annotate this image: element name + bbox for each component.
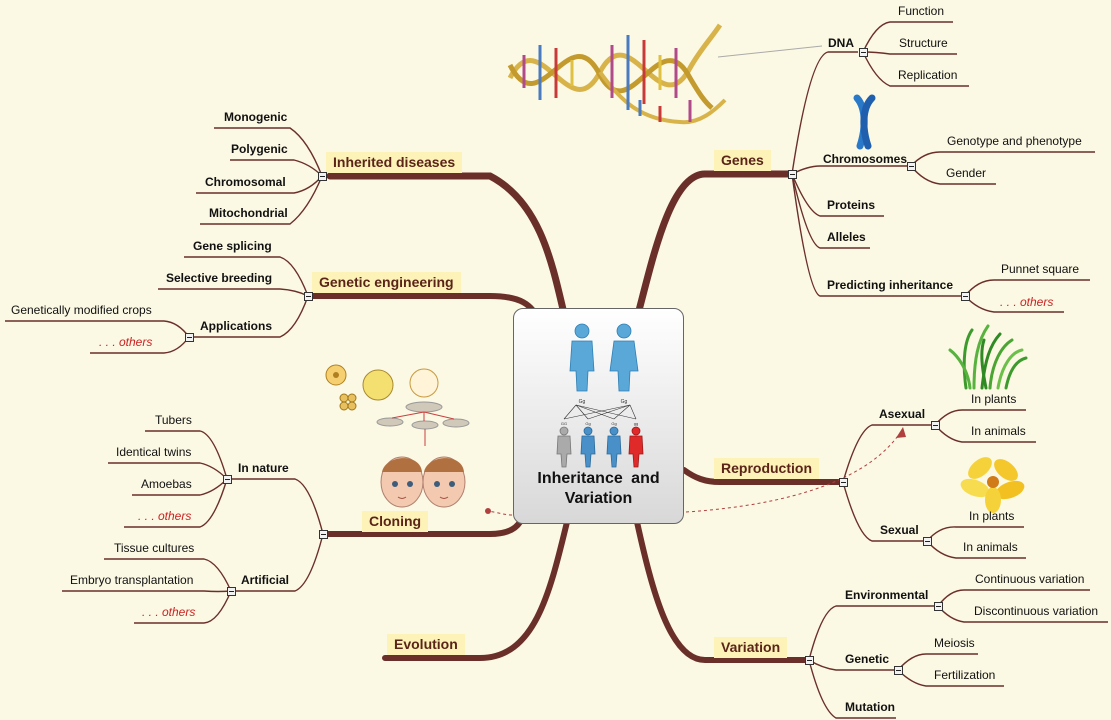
node-chromosomes[interactable]: Chromosomes — [823, 152, 908, 166]
twin-babies-icon — [380, 456, 466, 508]
node-sexual-animals[interactable]: In animals — [963, 540, 1018, 554]
collapse-toggle-genetic[interactable] — [894, 666, 903, 675]
svg-text:Gg: Gg — [621, 399, 628, 405]
node-genetic[interactable]: Genetic — [845, 652, 890, 666]
svg-text:gg: gg — [634, 421, 638, 426]
node-alleles[interactable]: Alleles — [827, 230, 866, 244]
relation-anchor-dot — [485, 508, 491, 514]
branch-genes — [633, 170, 796, 322]
svg-text:Gg: Gg — [585, 421, 590, 426]
chromosome-icon — [853, 94, 876, 150]
collapse-toggle-chromosomes[interactable] — [907, 162, 916, 171]
collapse-toggle-predicting[interactable] — [961, 292, 970, 301]
collapse-toggle-genes[interactable] — [788, 170, 797, 179]
node-artificial[interactable]: Artificial — [241, 573, 290, 587]
collapse-toggle-in-nature[interactable] — [223, 475, 232, 484]
node-monogenic[interactable]: Monogenic — [224, 110, 288, 124]
collapse-toggle-reproduction[interactable] — [839, 478, 848, 487]
node-replication[interactable]: Replication — [898, 68, 958, 82]
topic-genes[interactable]: Genes — [714, 150, 771, 171]
node-dna[interactable]: DNA — [828, 36, 854, 50]
svg-text:GG: GG — [561, 421, 567, 426]
collapse-toggle-asexual[interactable] — [931, 421, 940, 430]
topic-reproduction[interactable]: Reproduction — [714, 458, 819, 479]
branch-evolution — [382, 519, 570, 661]
relation-central-reproduction — [685, 429, 903, 513]
node-in-nature-others[interactable]: . . . others — [138, 509, 192, 523]
central-title: Inheritance and Variation — [514, 469, 683, 509]
central-title-line-2: Variation — [564, 490, 633, 507]
svg-text:Gg: Gg — [579, 399, 586, 405]
node-amoebas[interactable]: Amoebas — [141, 477, 192, 491]
topic-inherited-diseases[interactable]: Inherited diseases — [326, 152, 463, 173]
node-predicting-inheritance[interactable]: Predicting inheritance — [827, 278, 954, 292]
node-polygenic[interactable]: Polygenic — [231, 142, 288, 156]
topic-evolution[interactable]: Evolution — [387, 634, 465, 655]
node-proteins[interactable]: Proteins — [827, 198, 876, 212]
branch-reproduction — [681, 467, 846, 485]
node-asexual[interactable]: Asexual — [879, 407, 926, 421]
central-topic[interactable]: Gg Gg GG Gg Gg gg Inheritance and Variat… — [513, 308, 684, 524]
collapse-toggle-inherited[interactable] — [318, 172, 327, 181]
node-selective-breeding[interactable]: Selective breeding — [166, 271, 273, 285]
node-mutation[interactable]: Mutation — [845, 700, 895, 714]
collapse-toggle-environmental[interactable] — [934, 602, 943, 611]
node-applications-others[interactable]: . . . others — [99, 335, 153, 349]
node-sexual[interactable]: Sexual — [880, 523, 919, 537]
sub-connectors — [5, 21, 1108, 719]
node-genotype-phenotype[interactable]: Genotype and phenotype — [947, 134, 1082, 148]
relationship-arrows — [487, 429, 903, 516]
node-discontinuous-variation[interactable]: Discontinuous variation — [974, 604, 1099, 618]
relation-central-cloning — [487, 510, 513, 516]
node-chromosomal[interactable]: Chromosomal — [205, 175, 286, 189]
node-embryo-transplantation[interactable]: Embryo transplantation — [70, 573, 194, 587]
collapse-toggle-applications[interactable] — [185, 333, 194, 342]
node-gm-crops[interactable]: Genetically modified crops — [11, 303, 152, 317]
grass-icon — [948, 324, 1028, 390]
svg-text:Gg: Gg — [611, 421, 616, 426]
collapse-toggle-dna[interactable] — [859, 48, 868, 57]
node-applications[interactable]: Applications — [200, 319, 273, 333]
node-function[interactable]: Function — [898, 4, 945, 18]
node-sexual-plants[interactable]: In plants — [969, 509, 1015, 523]
node-meiosis[interactable]: Meiosis — [934, 636, 975, 650]
node-punnet-square[interactable]: Punnet square — [1001, 262, 1080, 276]
arrowhead-icon — [896, 427, 906, 438]
central-title-line-1: Inheritance and — [537, 470, 660, 487]
node-structure[interactable]: Structure — [899, 36, 948, 50]
branch-inherited — [326, 172, 569, 322]
node-predicting-others[interactable]: . . . others — [1000, 295, 1054, 309]
node-gender[interactable]: Gender — [946, 166, 987, 180]
topic-cloning[interactable]: Cloning — [362, 511, 429, 532]
collapse-toggle-variation[interactable] — [805, 656, 814, 665]
node-gene-splicing[interactable]: Gene splicing — [193, 239, 272, 253]
dna-helix-icon — [507, 23, 727, 125]
node-tubers[interactable]: Tubers — [155, 413, 192, 427]
node-continuous-variation[interactable]: Continuous variation — [975, 572, 1085, 586]
node-artificial-others[interactable]: . . . others — [142, 605, 196, 619]
topic-genetic-engineering[interactable]: Genetic engineering — [312, 272, 461, 293]
topic-variation[interactable]: Variation — [714, 637, 788, 658]
node-tissue-cultures[interactable]: Tissue cultures — [114, 541, 195, 555]
node-fertilization[interactable]: Fertilization — [934, 668, 996, 682]
flower-icon — [960, 457, 1025, 513]
collapse-toggle-sexual[interactable] — [923, 537, 932, 546]
node-asexual-plants[interactable]: In plants — [971, 392, 1017, 406]
collapse-toggle-cloning[interactable] — [319, 530, 328, 539]
collapse-toggle-engineering[interactable] — [304, 292, 313, 301]
collapse-toggle-artificial[interactable] — [227, 587, 236, 596]
branch-engineering — [309, 293, 543, 325]
node-environmental[interactable]: Environmental — [845, 588, 929, 602]
node-mitochondrial[interactable]: Mitochondrial — [209, 206, 288, 220]
dna-pointer-line — [717, 45, 823, 58]
node-asexual-animals[interactable]: In animals — [971, 424, 1026, 438]
node-identical-twins[interactable]: Identical twins — [116, 445, 192, 459]
branch-variation — [634, 519, 811, 663]
node-in-nature[interactable]: In nature — [238, 461, 289, 475]
family-genetics-icon: Gg Gg GG Gg Gg gg — [556, 323, 644, 468]
branch-cloning — [325, 519, 523, 537]
cloning-process-icon — [325, 364, 470, 446]
